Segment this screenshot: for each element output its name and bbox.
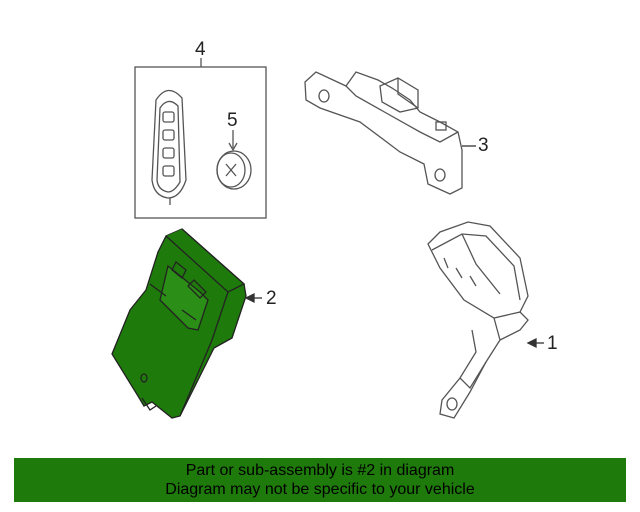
callout-2: 2 (266, 288, 277, 309)
callout-4: 4 (195, 39, 206, 60)
diagram-note-banner: Part or sub-assembly is #2 in diagram Di… (14, 458, 626, 502)
part-1-module[interactable] (427, 221, 529, 419)
note-line-1: Part or sub-assembly is #2 in diagram (185, 462, 455, 479)
callout-1: 1 (547, 333, 558, 354)
part-2-control-module[interactable] (111, 228, 247, 419)
callout-5: 5 (227, 110, 238, 131)
note-line-2: Diagram may not be specific to your vehi… (165, 481, 475, 498)
part-3-bracket[interactable] (304, 71, 463, 195)
part-5-battery[interactable] (216, 130, 252, 190)
part-4-key-fob-kit[interactable] (134, 58, 267, 219)
parts-diagram (111, 58, 544, 419)
callout-3: 3 (478, 135, 489, 156)
